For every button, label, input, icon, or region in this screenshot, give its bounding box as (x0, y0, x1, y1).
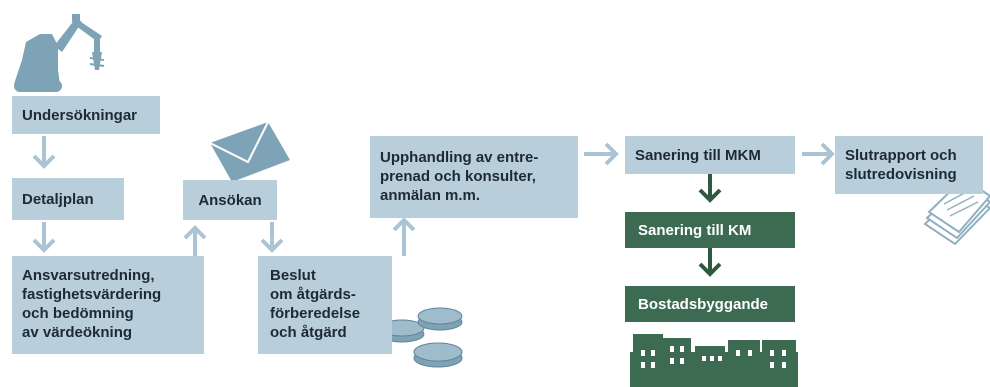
step-sanering-km-label: Sanering till KM (638, 221, 752, 239)
step-beslut: Beslut om åtgärds- förberedelse och åtgä… (258, 256, 392, 354)
flow-arrows (32, 136, 835, 256)
step-upphandling: Upphandling av entre- prenad och konsult… (370, 136, 578, 218)
step-detaljplan: Detaljplan (12, 178, 124, 220)
step-upphandling-label: Upphandling av entre- prenad och konsult… (380, 149, 539, 204)
step-bostadsbyggande: Bostadsbyggande (625, 286, 795, 322)
excavator-icon (14, 14, 105, 92)
arrow-head-dark-1 (698, 188, 722, 203)
step-beslut-label: Beslut om åtgärds- förberedelse och åtgä… (270, 267, 361, 341)
step-sanering-mkm: Sanering till MKM (625, 136, 795, 174)
step-undersokningar-label: Undersökningar (22, 106, 138, 124)
envelope-icon (209, 121, 290, 182)
step-sanering-km: Sanering till KM (625, 212, 795, 248)
arrow-head-4 (260, 238, 284, 253)
step-detaljplan-label: Detaljplan (22, 190, 94, 208)
coins-icon (379, 307, 463, 368)
arrow-head-7 (820, 142, 835, 166)
arrow-head-1 (32, 154, 56, 169)
dark-arrows (698, 174, 722, 277)
arrow-head-6 (604, 142, 619, 166)
arrow-head-3 (183, 225, 207, 240)
arrow-head-2 (32, 238, 56, 253)
step-sanering-mkm-label: Sanering till MKM (635, 146, 761, 164)
step-ansvarsutredning: Ansvarsutredning, fastighetsvärdering oc… (12, 256, 204, 354)
arrow-head-dark-2 (698, 262, 722, 277)
step-ansokan: Ansökan (183, 180, 277, 220)
step-undersokningar: Undersökningar (12, 96, 160, 134)
step-slutrapport-label: Slutrapport och slutredovisning (845, 147, 957, 183)
step-ansvarsutredning-label: Ansvarsutredning, fastighetsvärdering oc… (22, 267, 162, 341)
step-ansokan-label: Ansökan (198, 191, 262, 209)
step-slutrapport: Slutrapport och slutredovisning (835, 136, 983, 194)
step-bostadsbyggande-label: Bostadsbyggande (638, 295, 769, 313)
arrow-head-5 (392, 217, 416, 232)
documents-icon (923, 176, 990, 246)
buildings-icon (630, 334, 798, 387)
